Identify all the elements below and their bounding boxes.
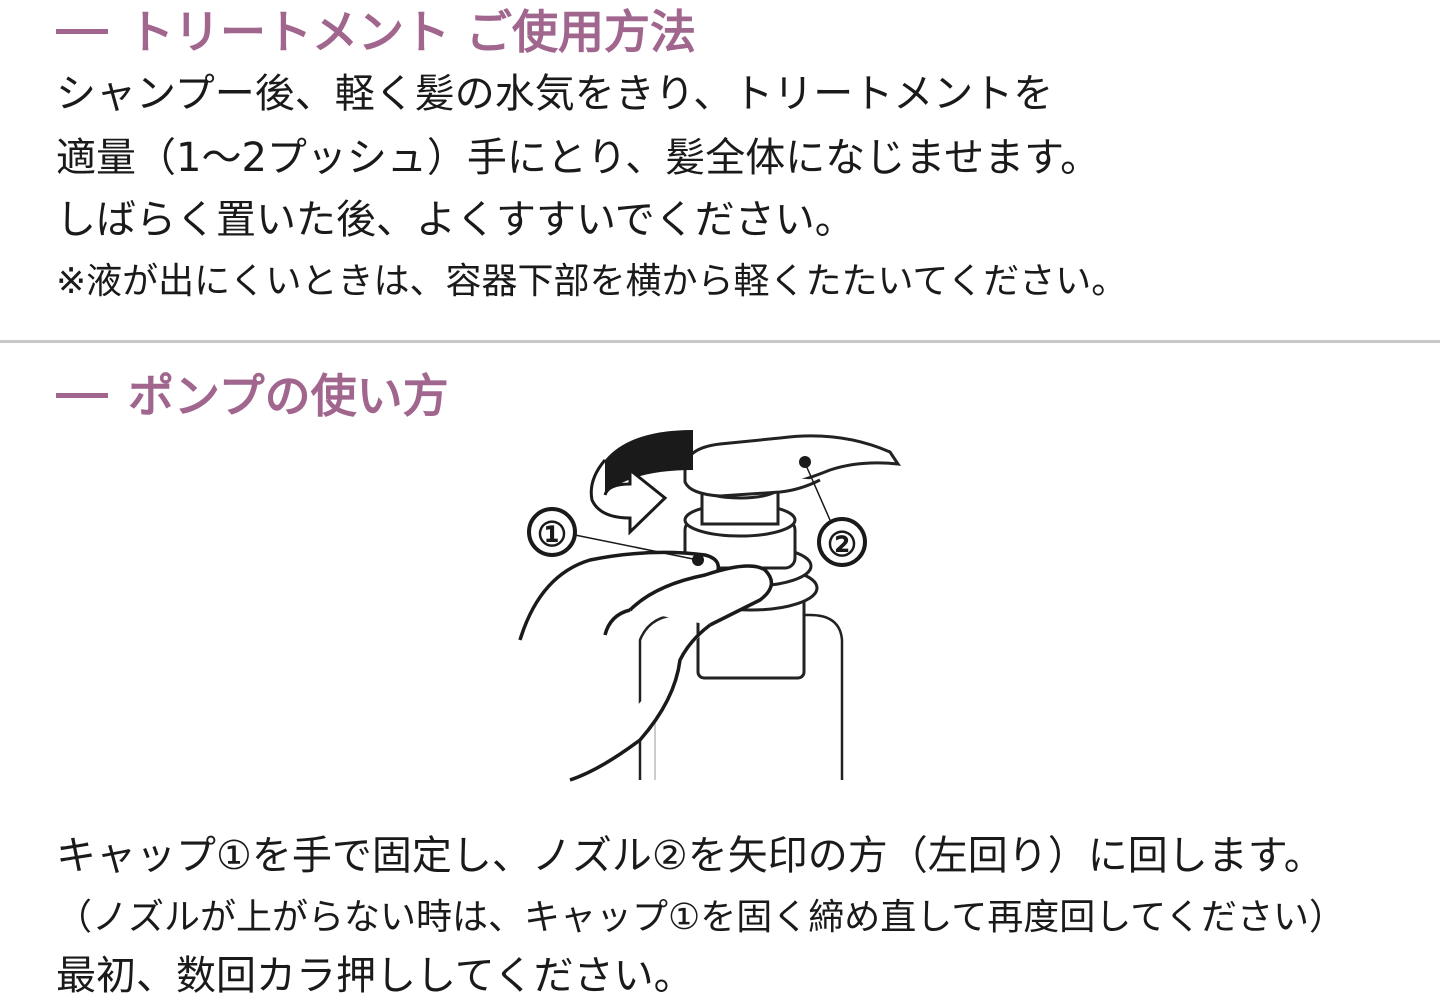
callout-nozzle: ② (799, 456, 867, 567)
heading-dash-decoration (56, 393, 108, 398)
rotate-arrow-icon (589, 430, 693, 536)
usage-line-1: シャンプー後、軽く髪の水気をきり、トリートメントを (56, 71, 1054, 117)
usage-line-2: 適量（1～2プッシュ）手にとり、髪全体になじませます。 (56, 135, 1101, 181)
callout-cap: ① (527, 507, 704, 566)
section-title-treatment-usage: トリートメント ご使用方法 (56, 4, 696, 60)
section-title-text: ポンプの使い方 (128, 369, 449, 423)
pump-nozzle (683, 434, 902, 498)
usage-note: ※液が出にくいときは、容器下部を横から軽くたたいてください。 (56, 261, 1128, 302)
pump-instruction-line-3: 最初、数回カラ押ししてください。 (56, 953, 694, 999)
callout-nozzle-label: ② (827, 526, 857, 564)
hand-illustration (518, 550, 774, 782)
heading-dash-decoration (56, 29, 108, 34)
pump-instruction-line-2: （ノズルが上がらない時は、キャップ①を固く締め直して再度回してください） (56, 897, 1346, 938)
callout-cap-label: ① (537, 516, 567, 554)
pump-instruction-line-1: キャップ①を手で固定し、ノズル②を矢印の方（左回り）に回します。 (56, 833, 1324, 879)
section-title-pump-usage: ポンプの使い方 (56, 368, 449, 424)
pump-bottle-illustration: ① ② (518, 430, 902, 782)
section-title-text: トリートメント ご使用方法 (128, 5, 697, 59)
usage-line-3: しばらく置いた後、よくすすいでください。 (56, 197, 855, 243)
section-divider (0, 340, 1440, 343)
